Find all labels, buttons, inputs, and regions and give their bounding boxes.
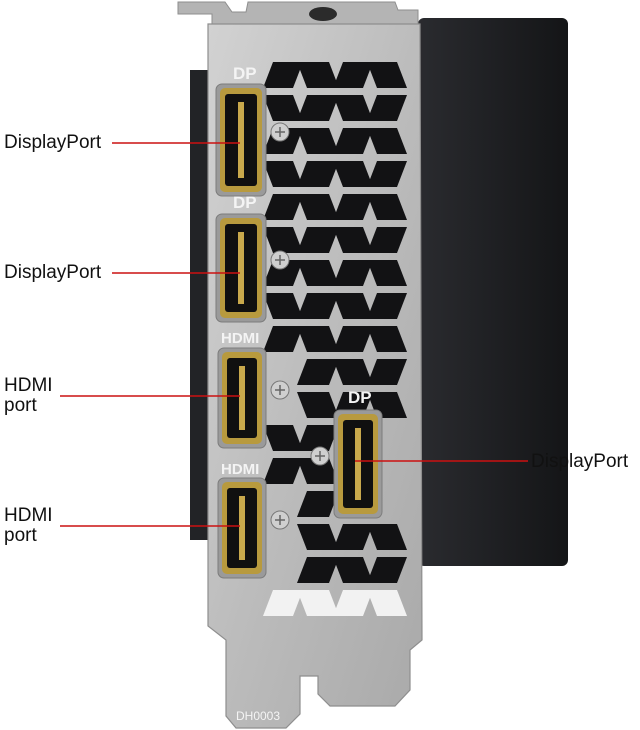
vent-hole-52 bbox=[367, 557, 407, 583]
port-pins-0 bbox=[238, 102, 244, 178]
vent-hole-48 bbox=[333, 524, 373, 550]
vent-hole-4 bbox=[263, 95, 303, 121]
callout-hdmi-2: HDMI port bbox=[4, 506, 53, 546]
vent-hole-7 bbox=[367, 95, 407, 121]
vent-hole-19 bbox=[367, 194, 407, 220]
vent-hole-38 bbox=[367, 359, 407, 385]
vent-hole-6 bbox=[333, 95, 373, 121]
vent-hole-20 bbox=[263, 227, 303, 253]
vent-hole-1 bbox=[297, 62, 339, 88]
callout-hdmi-1-line1: HDMI bbox=[4, 375, 53, 396]
marking-dp-2: DP bbox=[233, 193, 257, 212]
vent-hole-56 bbox=[367, 590, 407, 616]
port-pins-2 bbox=[239, 366, 245, 430]
vent-hole-55 bbox=[333, 590, 373, 616]
vent-hole-39 bbox=[297, 392, 339, 418]
port-pins-3 bbox=[239, 496, 245, 560]
vent-hole-0 bbox=[263, 62, 303, 88]
callout-displayport-2: DisplayPort bbox=[4, 263, 101, 283]
screw-cross-2 bbox=[275, 385, 285, 395]
vent-hole-42 bbox=[263, 425, 303, 451]
port-group bbox=[215, 83, 383, 579]
vent-hole-26 bbox=[333, 260, 373, 286]
vent-hole-44 bbox=[263, 458, 303, 484]
screw-cross-4 bbox=[315, 451, 325, 461]
vent-hole-15 bbox=[367, 161, 407, 187]
vent-hole-11 bbox=[367, 128, 407, 154]
screw-cross-3 bbox=[275, 515, 285, 525]
port-pins-4 bbox=[355, 428, 361, 500]
callout-displayport-3-label: DisplayPort bbox=[531, 451, 629, 472]
callout-displayport-2-label: DisplayPort bbox=[4, 262, 102, 283]
vent-hole-17 bbox=[297, 194, 339, 220]
vent-hole-24 bbox=[263, 260, 303, 286]
marking-hdmi-1: HDMI bbox=[221, 330, 259, 347]
screw-cross-1 bbox=[275, 255, 285, 265]
callout-displayport-3: DisplayPort bbox=[531, 452, 628, 472]
vent-hole-31 bbox=[367, 293, 407, 319]
vent-hole-37 bbox=[333, 359, 373, 385]
vent-hole-36 bbox=[297, 359, 339, 385]
heatsink-left-edge bbox=[190, 70, 212, 540]
vent-hole-2 bbox=[333, 62, 373, 88]
bracket-screw-slot bbox=[309, 7, 337, 21]
bracket-vent-grid bbox=[263, 62, 407, 616]
vent-hole-34 bbox=[333, 326, 373, 352]
vent-hole-12 bbox=[263, 161, 303, 187]
vent-hole-35 bbox=[367, 326, 407, 352]
vent-hole-53 bbox=[263, 590, 303, 616]
vent-hole-9 bbox=[297, 128, 339, 154]
callout-displayport-1: DisplayPort bbox=[4, 133, 101, 153]
vent-hole-45 bbox=[297, 458, 339, 484]
marking-hdmi-2: HDMI bbox=[221, 461, 259, 478]
marking-dp-1: DP bbox=[233, 64, 257, 83]
callout-displayport-1-label: DisplayPort bbox=[4, 132, 102, 153]
vent-hole-28 bbox=[263, 293, 303, 319]
vent-hole-49 bbox=[367, 524, 407, 550]
vent-hole-16 bbox=[263, 194, 303, 220]
vent-hole-46 bbox=[297, 491, 339, 517]
heatsink-shroud bbox=[418, 18, 568, 566]
vent-hole-13 bbox=[297, 161, 339, 187]
callout-hdmi-1-line2: port bbox=[4, 395, 37, 416]
vent-hole-54 bbox=[297, 590, 339, 616]
vent-hole-10 bbox=[333, 128, 373, 154]
vent-hole-18 bbox=[333, 194, 373, 220]
callout-leader-lines bbox=[60, 142, 528, 527]
vent-hole-29 bbox=[297, 293, 339, 319]
callout-hdmi-2-line2: port bbox=[4, 525, 37, 546]
vent-hole-27 bbox=[367, 260, 407, 286]
vent-hole-21 bbox=[297, 227, 339, 253]
marking-code: DH0003 bbox=[236, 709, 280, 723]
vent-hole-33 bbox=[297, 326, 339, 352]
callout-hdmi-1: HDMI port bbox=[4, 376, 53, 416]
vent-hole-47 bbox=[297, 524, 339, 550]
port-pins-1 bbox=[238, 232, 244, 304]
vent-hole-22 bbox=[333, 227, 373, 253]
vent-hole-43 bbox=[297, 425, 339, 451]
vent-hole-25 bbox=[297, 260, 339, 286]
bracket-top-tab bbox=[177, 1, 419, 27]
marking-dp-3: DP bbox=[348, 388, 372, 407]
vent-hole-3 bbox=[367, 62, 407, 88]
vent-hole-5 bbox=[297, 95, 339, 121]
vent-hole-51 bbox=[333, 557, 373, 583]
vent-hole-30 bbox=[333, 293, 373, 319]
callout-hdmi-2-line1: HDMI bbox=[4, 505, 53, 526]
vent-hole-32 bbox=[263, 326, 303, 352]
screw-cross-0 bbox=[275, 127, 285, 137]
vent-hole-14 bbox=[333, 161, 373, 187]
vent-hole-23 bbox=[367, 227, 407, 253]
vent-hole-50 bbox=[297, 557, 339, 583]
